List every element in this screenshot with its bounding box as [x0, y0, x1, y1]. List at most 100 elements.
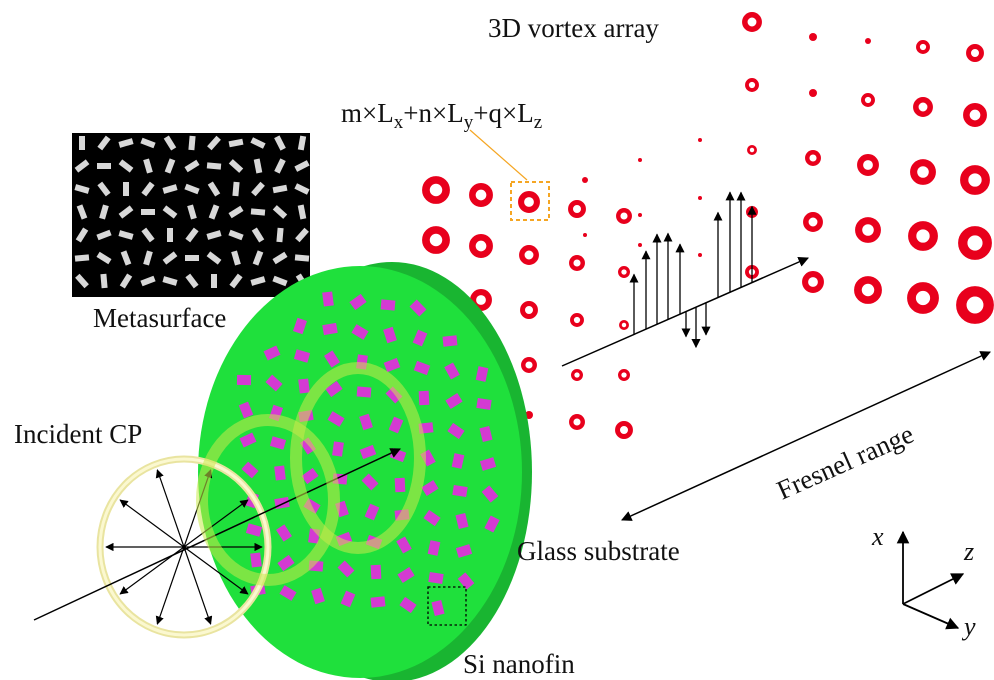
nanofin: [427, 540, 441, 556]
nanofin: [431, 599, 445, 617]
vortex-ring: [618, 266, 630, 278]
vortex-ring: [619, 320, 629, 330]
inset-nanofin: [294, 183, 310, 195]
nanofin: [277, 554, 295, 572]
nanofin: [479, 457, 497, 471]
inset-nanofin: [207, 135, 221, 151]
inset-nanofin: [184, 159, 200, 173]
nanofin: [394, 477, 406, 493]
inset-nanofin: [232, 181, 240, 197]
nanofin: [359, 413, 373, 431]
vortex-ring: [569, 255, 585, 271]
formula-L-2: L: [447, 98, 464, 128]
vortex-ring: [422, 226, 450, 254]
inset-nanofin: [274, 158, 286, 174]
inset-nanofin: [96, 229, 112, 241]
vortex-ring: [907, 282, 939, 314]
x-axis-label: x: [871, 522, 884, 551]
formula-m: m: [341, 98, 362, 128]
vortex-ring: [910, 159, 936, 185]
inset-nanofin: [228, 229, 244, 241]
formula-L-3: L: [517, 98, 534, 128]
nanofin: [428, 571, 444, 585]
inset-nanofin: [120, 250, 132, 266]
inset-nanofin: [250, 137, 266, 149]
inset-nanofin: [100, 273, 108, 289]
nanofin: [412, 329, 428, 347]
inset-nanofin: [185, 255, 199, 261]
vortex-ring: [803, 212, 823, 232]
nanofin: [359, 444, 377, 460]
nanofin-highlight-box: [427, 586, 467, 626]
vortex-dot: [638, 243, 642, 247]
nanofin: [476, 397, 492, 411]
vortex-ring: [747, 145, 757, 155]
inset-nanofin: [206, 251, 222, 265]
vortex-ring: [963, 103, 987, 127]
formula-times-3: ×: [502, 98, 517, 128]
inset-nanofin: [141, 181, 155, 197]
inset-nanofin: [188, 135, 196, 151]
inset-nanofin: [143, 250, 153, 266]
inset-nanofin: [276, 227, 284, 243]
glass-substrate-label: Glass substrate: [517, 536, 680, 566]
cp-field-arrow: [155, 546, 185, 625]
y-axis-arrow: [902, 603, 960, 630]
coordinate-axes: x z y: [871, 522, 976, 641]
nanofin: [383, 357, 401, 373]
incident-cp-ring-inner: [98, 457, 270, 637]
inset-nanofin: [250, 208, 266, 216]
formula-times-1: ×: [362, 98, 377, 128]
z-axis-label: z: [963, 537, 974, 566]
cp-field-arrow: [119, 499, 185, 548]
inset-nanofin: [118, 138, 134, 148]
inset-nanofin: [140, 137, 156, 149]
inset-nanofin: [207, 181, 221, 197]
nanofin: [275, 524, 293, 542]
vortex-dot: [638, 158, 642, 162]
inset-nanofin: [141, 227, 155, 243]
z-axis-arrow: [902, 573, 965, 605]
nanofin: [445, 393, 463, 409]
vortex-ring: [802, 271, 824, 293]
cp-field-arrow: [183, 499, 249, 548]
polarization-wave: [561, 191, 809, 367]
inset-nanofin: [119, 273, 133, 289]
metasurface-label: Metasurface: [93, 303, 226, 333]
formula-leader-line: [469, 129, 528, 181]
inset-nanofin: [211, 274, 217, 288]
vortex-ring: [616, 208, 632, 224]
vortex-ring: [521, 357, 537, 373]
nanofin: [396, 536, 412, 554]
nanofin: [325, 380, 343, 398]
nanofin: [447, 422, 465, 440]
vortex-dot: [582, 177, 588, 183]
inset-nanofin: [162, 251, 178, 265]
incident-beam-axis: [33, 448, 401, 621]
inset-nanofin: [163, 135, 177, 151]
nanofin: [484, 515, 500, 533]
nanofin: [239, 432, 257, 448]
formula-sub-z: z: [534, 112, 542, 133]
inset-nanofin: [97, 135, 111, 151]
inset-nanofin: [123, 182, 129, 196]
inset-nanofin: [272, 184, 288, 194]
formula-sub-y: y: [464, 112, 474, 133]
vortex-dot: [698, 253, 702, 257]
inset-nanofin: [228, 159, 244, 173]
vortex-ring: [916, 40, 930, 54]
nanofin: [337, 560, 355, 578]
nanofin: [269, 436, 287, 450]
inset-nanofin: [118, 230, 134, 240]
inset-nanofin: [143, 158, 153, 174]
highlight-group: [469, 129, 550, 221]
nanofin: [413, 360, 431, 376]
nanofin: [421, 480, 439, 496]
inset-nanofin: [274, 135, 286, 151]
nanofin: [263, 345, 281, 361]
inset-nanofin: [162, 205, 178, 219]
transmitted-ring-2: [290, 362, 426, 554]
nanofin: [388, 416, 404, 434]
nanofin: [327, 411, 345, 427]
